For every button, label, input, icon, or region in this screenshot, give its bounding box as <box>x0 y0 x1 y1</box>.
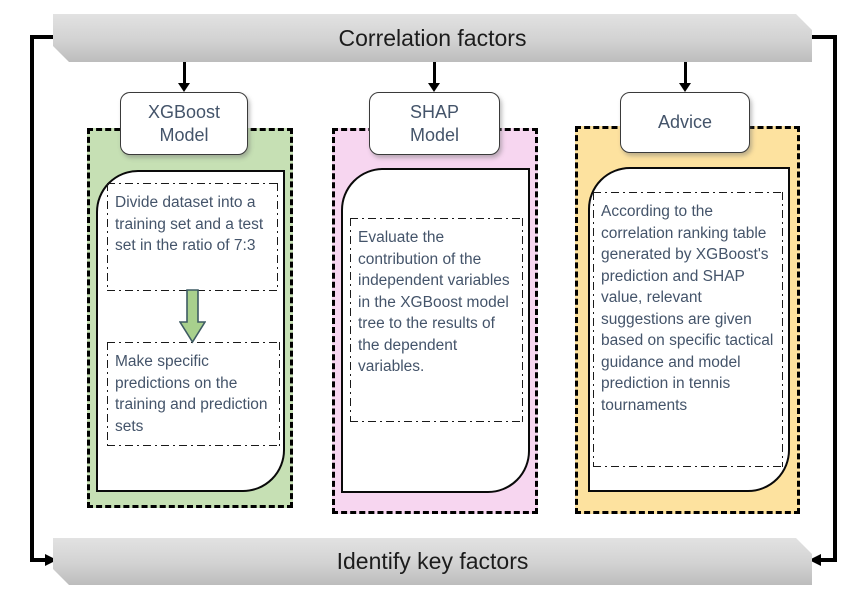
step-divide-dataset: Divide dataset into a training set and a… <box>107 183 278 291</box>
header-advice: Advice <box>620 92 750 153</box>
left-connector-line <box>30 35 34 562</box>
down-arrowhead-col3-icon <box>679 83 691 92</box>
top-banner: Correlation factors <box>53 14 812 62</box>
arrow-shaft-col3 <box>684 62 687 84</box>
header-shap-model: SHAP Model <box>369 92 500 155</box>
step-evaluate-contribution: Evaluate the contribution of the indepen… <box>350 218 523 422</box>
down-arrowhead-col1-icon <box>178 83 190 92</box>
right-top-connector-segment <box>810 35 837 39</box>
arrow-shaft-col1 <box>183 62 186 84</box>
right-arrowhead-icon <box>809 554 821 566</box>
right-bottom-connector-segment <box>820 558 837 562</box>
down-arrowhead-col2-icon <box>428 83 440 92</box>
header-xgboost-model: XGBoost Model <box>120 92 248 155</box>
down-block-arrow-icon <box>179 289 206 344</box>
step-advice-text: According to the correlation ranking tab… <box>593 192 783 467</box>
bottom-banner-label: Identify key factors <box>336 548 529 574</box>
left-bottom-connector-segment <box>30 558 46 562</box>
bottom-banner: Identify key factors <box>53 538 812 585</box>
header-shap-label: SHAP Model <box>409 102 460 145</box>
step-make-predictions: Make specific predictions on the trainin… <box>107 342 280 446</box>
header-advice-label: Advice <box>657 112 713 133</box>
header-xgboost-label: XGBoost Model <box>147 102 221 145</box>
arrow-shaft-col2 <box>433 62 436 84</box>
left-top-connector-segment <box>30 35 56 39</box>
right-connector-line <box>833 35 837 562</box>
top-banner-label: Correlation factors <box>338 24 527 51</box>
